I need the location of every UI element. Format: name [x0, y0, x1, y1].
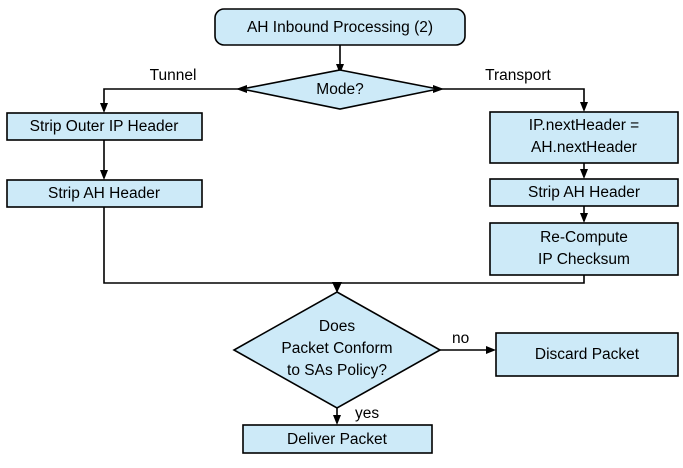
connector-layer: [100, 45, 588, 425]
recompute-ip-checksum-label-line1: Re-Compute: [540, 229, 628, 246]
arrowhead-merge-to-conform: [332, 282, 342, 293]
conform-check-label-line3: to SAs Policy?: [287, 362, 387, 379]
node-deliver-packet[interactable]: Deliver Packet: [242, 424, 433, 454]
node-conform-check[interactable]: Does Packet Conform to SAs Policy?: [232, 291, 442, 409]
arrowhead-strip-ah-to-recompute: [580, 213, 588, 223]
arrowhead-mode-to-ip-nextheader-assign: [580, 102, 588, 112]
recompute-ip-checksum-shape: [489, 222, 679, 276]
edge-label-tunnel: Tunnel: [150, 67, 197, 84]
node-ip-nextheader-assign[interactable]: IP.nextHeader = AH.nextHeader: [489, 111, 679, 164]
strip-ah-header-tunnel-label: Strip AH Header: [48, 185, 160, 202]
arrowhead-strip-outer-to-strip-ah: [100, 170, 108, 180]
mode-shape: [241, 69, 439, 110]
strip-outer-ip-header-shape: [6, 112, 203, 141]
ip-nextheader-assign-shape: [489, 111, 679, 164]
mode-label: Mode?: [316, 81, 364, 98]
node-strip-outer-ip-header[interactable]: Strip Outer IP Header: [6, 112, 203, 141]
arrowhead-mode-right-tip: [433, 85, 444, 93]
edge-label-layer: Tunnel Transport no yes: [150, 67, 552, 422]
arrowhead-conform-to-discard: [486, 346, 496, 354]
ip-nextheader-assign-label-line1: IP.nextHeader =: [529, 117, 639, 134]
edge-label-no: no: [452, 330, 469, 347]
start-label: AH Inbound Processing (2): [247, 19, 433, 36]
deliver-packet-label: Deliver Packet: [287, 431, 388, 448]
conform-check-shape: [232, 291, 442, 409]
discard-packet-label: Discard Packet: [535, 346, 640, 363]
discard-packet-shape: [495, 332, 679, 377]
node-mode[interactable]: Mode?: [241, 69, 439, 110]
node-strip-ah-header-transport[interactable]: Strip AH Header: [489, 178, 679, 207]
edge-mode-to-strip-outer-ip-header: [103, 88, 242, 107]
deliver-packet-shape: [242, 424, 433, 454]
conform-check-label-line2: Packet Conform: [281, 340, 392, 357]
node-recompute-ip-checksum[interactable]: Re-Compute IP Checksum: [489, 222, 679, 276]
recompute-ip-checksum-label-line2: IP Checksum: [538, 251, 630, 268]
strip-outer-ip-header-label: Strip Outer IP Header: [30, 118, 179, 135]
start-shape: [214, 8, 466, 46]
strip-ah-header-tunnel-shape: [6, 179, 203, 208]
arrowhead-ipnext-to-strip-ah-transport: [580, 169, 588, 179]
edge-label-transport: Transport: [485, 67, 551, 84]
arrowhead-mode-to-strip-outer-ip-header: [100, 103, 108, 113]
arrowhead-start-to-mode: [336, 64, 344, 74]
ip-nextheader-assign-label-line2: AH.nextHeader: [531, 139, 637, 156]
edge-right-column-to-merge: [337, 275, 585, 284]
node-start[interactable]: AH Inbound Processing (2): [214, 8, 466, 46]
conform-check-label-line1: Does: [319, 318, 355, 335]
node-discard-packet[interactable]: Discard Packet: [495, 332, 679, 377]
edge-label-yes: yes: [355, 405, 379, 422]
node-strip-ah-header-tunnel[interactable]: Strip AH Header: [6, 179, 203, 208]
arrowhead-conform-to-deliver: [333, 415, 341, 425]
edge-left-column-to-merge: [103, 207, 337, 284]
strip-ah-header-transport-label: Strip AH Header: [528, 184, 640, 201]
arrowhead-mode-left-tip: [236, 85, 247, 93]
strip-ah-header-transport-shape: [489, 178, 679, 207]
edge-mode-to-ip-nextheader-assign: [438, 88, 585, 106]
